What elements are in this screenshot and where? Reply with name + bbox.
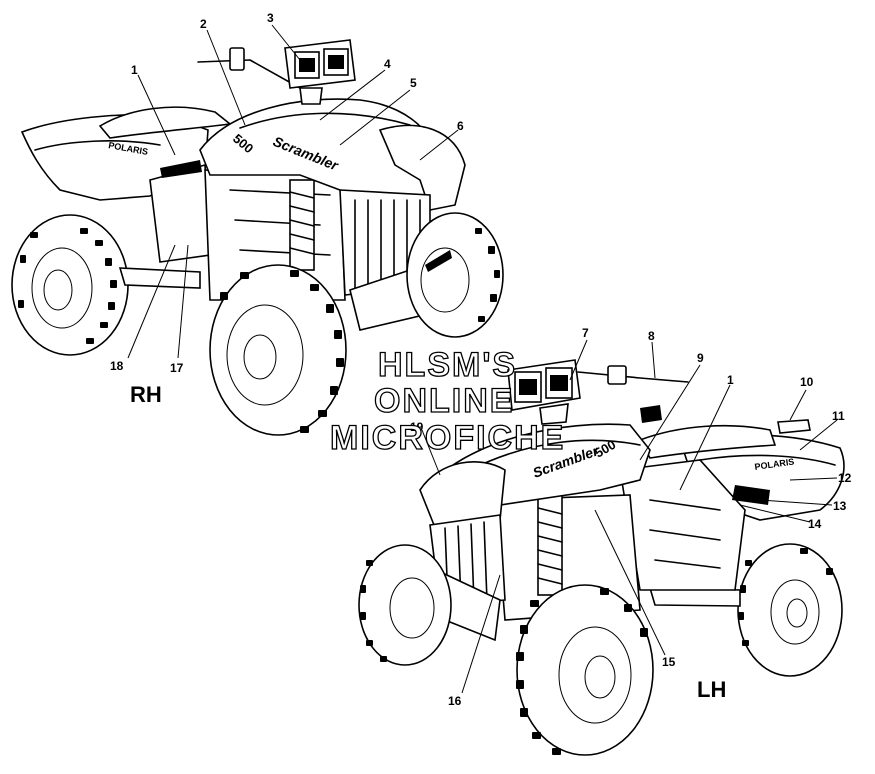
callout-14: 14: [808, 517, 822, 531]
watermark-line-2: ONLINE: [374, 382, 514, 420]
callout-11: 11: [832, 409, 845, 423]
lh-view-label: LH: [697, 677, 726, 702]
callout-1-lh: 1: [727, 373, 734, 387]
atv-left-view: Scrambler 500 POLARIS: [358, 359, 845, 756]
callout-5: 5: [410, 76, 417, 90]
watermark-line-3: MICROFICHE: [330, 419, 565, 457]
rh-view-label: RH: [130, 382, 162, 407]
atv-right-view: POLARIS Scrambler 500: [11, 39, 504, 436]
callout-8: 8: [648, 329, 655, 343]
callout-12: 12: [838, 471, 852, 485]
callout-1-rh: 1: [131, 63, 138, 77]
callout-2: 2: [200, 17, 207, 31]
callout-18: 18: [110, 359, 124, 373]
callout-13: 13: [833, 499, 847, 513]
callout-17: 17: [170, 361, 184, 375]
watermark-line-1: HLSM'S: [378, 346, 517, 384]
callout-7: 7: [582, 326, 589, 340]
callout-16: 16: [448, 694, 462, 708]
callout-10: 10: [800, 375, 814, 389]
callout-19: 19: [410, 420, 424, 434]
callout-9: 9: [697, 351, 704, 365]
callout-15: 15: [662, 655, 676, 669]
watermark: HLSM'S ONLINE MICROFICHE: [329, 345, 565, 457]
callout-6: 6: [457, 119, 464, 133]
callout-labels: 1 2 3 4 5 6 7 8 9 1 10 11 12 13 14 15 16…: [110, 11, 852, 708]
callout-4: 4: [384, 57, 391, 71]
leader-lines: [127, 24, 838, 694]
callout-3: 3: [267, 11, 274, 25]
